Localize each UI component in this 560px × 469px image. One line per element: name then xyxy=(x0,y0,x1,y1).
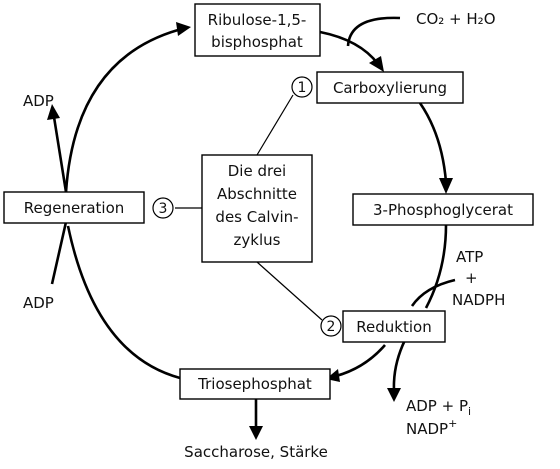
center-box xyxy=(201,154,313,263)
co2-input-line xyxy=(346,16,401,47)
nadp-superscript: + xyxy=(448,417,457,430)
ribulose-box xyxy=(194,3,321,57)
step-2-number: 2 xyxy=(327,319,336,335)
pi-subscript: i xyxy=(468,405,471,418)
nadp-text: NADP xyxy=(406,420,448,438)
triosephosphat-label: Triosephosphat xyxy=(197,375,312,393)
adp-output-line xyxy=(392,339,407,391)
step-1-circle xyxy=(291,76,313,98)
arc-carboxylierung-to-phosphoglycerat xyxy=(418,102,448,183)
nadp-label: NADP+ xyxy=(406,417,457,438)
carboxylierung-label: Carboxylierung xyxy=(333,79,447,97)
step-3-circle xyxy=(152,197,174,219)
center-label-line3: des Calvin- xyxy=(215,208,298,226)
center-label-line2: Abschnitte xyxy=(217,185,297,203)
arrowhead-carboxylierung xyxy=(369,56,384,72)
phosphoglycerat-box xyxy=(352,193,534,226)
arc-reduktion-to-triosephosphat xyxy=(335,344,386,378)
saccharose-label: Saccharose, Stärke xyxy=(184,443,328,461)
adp-pi-text: ADP + P xyxy=(406,397,468,415)
regeneration-box xyxy=(3,191,145,224)
step-2-circle xyxy=(320,315,342,337)
arc-triosephosphat-to-regeneration xyxy=(66,225,181,380)
adp-top-label: ADP xyxy=(23,92,54,110)
atp-input-line xyxy=(410,278,456,307)
adp-top-output-line xyxy=(52,116,68,193)
arrowhead-adp-output xyxy=(387,388,401,402)
phosphoglycerat-label: 3-Phosphoglycerat xyxy=(373,201,513,219)
step-3-number: 3 xyxy=(159,201,168,217)
center-label-line1: Die drei xyxy=(228,162,286,180)
regeneration-label: Regeneration xyxy=(24,199,125,217)
adp-bottom-input-line xyxy=(50,221,68,285)
connector-step2-center xyxy=(256,261,323,321)
arc-phosphoglycerat-to-reduktion xyxy=(424,224,448,309)
arc-regeneration-to-ribulose xyxy=(64,28,179,193)
ribulose-label-line1: Ribulose-1,5- xyxy=(208,11,307,29)
atp-label: ATP xyxy=(456,248,483,266)
adp-bottom-label: ADP xyxy=(23,294,54,312)
adp-pi-label: ADP + Pi xyxy=(406,397,471,418)
center-label-line4: zyklus xyxy=(234,231,281,249)
arc-ribulose-to-carboxylierung xyxy=(319,30,380,65)
arrowhead-ribulose xyxy=(176,22,191,36)
ribulose-label-line2: bisphosphat xyxy=(211,33,303,51)
arrowhead-phosphoglycerat xyxy=(439,178,453,194)
step-1-number: 1 xyxy=(298,80,307,96)
arrowhead-saccharose xyxy=(249,426,263,440)
arrowhead-adp-top xyxy=(47,104,60,120)
carboxylierung-box xyxy=(316,71,464,104)
reduktion-label: Reduktion xyxy=(356,318,431,336)
triosephosphat-box xyxy=(179,368,331,400)
nadph-label: NADPH xyxy=(452,291,505,309)
connector-step1-center xyxy=(256,94,294,156)
plus-label: + xyxy=(465,269,478,287)
reduktion-box xyxy=(342,310,446,343)
co2-h2o-label: CO₂ + H₂O xyxy=(416,10,496,28)
